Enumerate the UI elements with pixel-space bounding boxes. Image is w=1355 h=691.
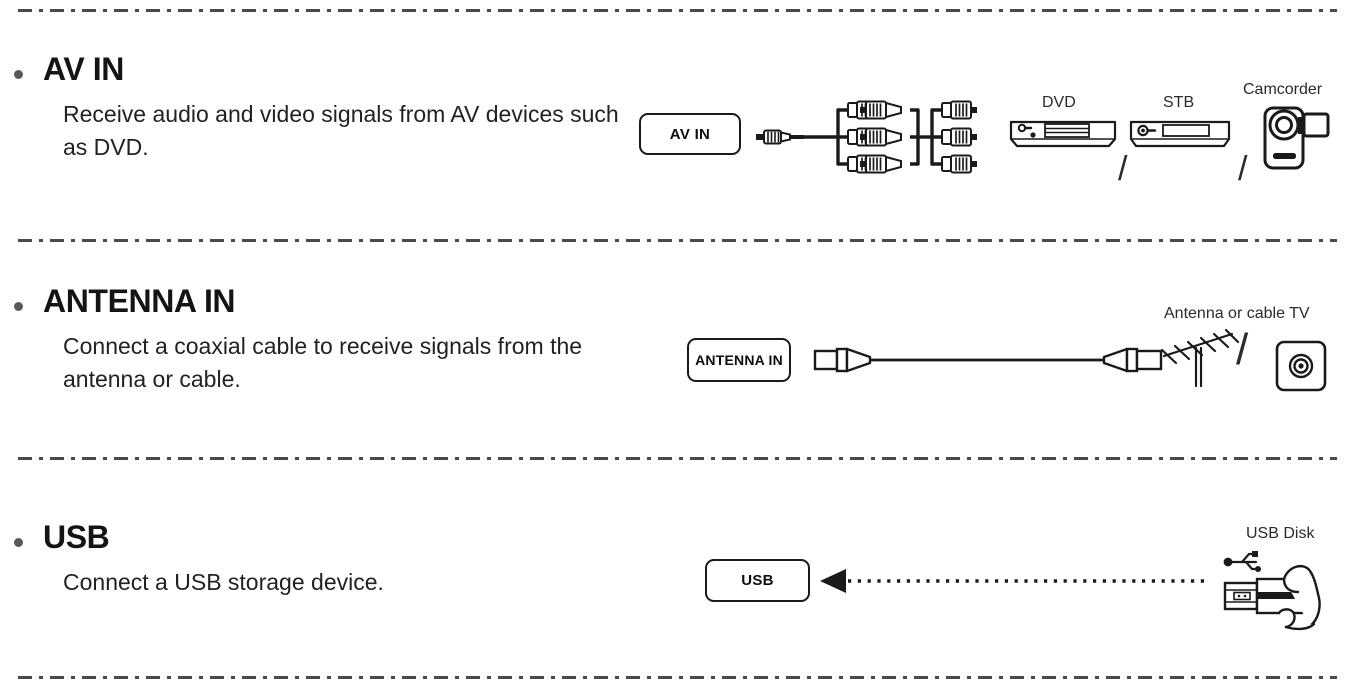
section-av-in: AV IN Receive audio and video signals fr…: [0, 52, 1355, 232]
av-in-title: AV IN: [43, 51, 124, 87]
port-box-antenna-in[interactable]: ANTENNA IN: [687, 338, 791, 382]
av-in-text-column: AV IN Receive audio and video signals fr…: [14, 52, 634, 164]
usb-heading-row: USB: [14, 520, 634, 555]
caption-dvd: DVD: [1042, 94, 1076, 111]
port-box-av-in-label: AV IN: [669, 125, 711, 143]
antenna-in-title: ANTENNA IN: [43, 283, 236, 319]
caption-camcorder: Camcorder: [1243, 81, 1323, 98]
bullet-icon: [14, 302, 23, 311]
port-box-usb-label: USB: [741, 572, 774, 589]
port-box-av-in[interactable]: AV IN: [639, 113, 741, 155]
section-antenna-in: ANTENNA IN Connect a coaxial cable to re…: [0, 284, 1355, 444]
set-top-box-icon: [1129, 120, 1231, 148]
caption-usb-disk: USB Disk: [1246, 525, 1315, 542]
usb-title: USB: [43, 519, 110, 555]
av-composite-cable-diagram: [756, 100, 977, 174]
bullet-icon: [14, 70, 23, 79]
yagi-antenna-icon: [1160, 328, 1240, 388]
rca-jack-group-c: [941, 100, 977, 174]
mini-jack-plug-icon: [756, 129, 804, 145]
antenna-in-description: Connect a coaxial cable to receive signa…: [63, 332, 583, 392]
divider-top: [18, 9, 1337, 12]
usb-connection-arrow: [820, 569, 1204, 593]
usb-text-column: USB Connect a USB storage device.: [14, 520, 634, 599]
caption-stb: STB: [1163, 94, 1195, 111]
dvd-player-icon: [1009, 120, 1117, 148]
divider-after-av-in: [18, 239, 1337, 242]
usb-description: Connect a USB storage device.: [63, 568, 384, 595]
coax-wall-socket-icon: [1275, 340, 1327, 392]
camcorder-icon: [1263, 106, 1330, 170]
divider-after-antenna-in: [18, 457, 1337, 460]
av-in-heading-row: AV IN: [14, 52, 634, 87]
antenna-in-heading-row: ANTENNA IN: [14, 284, 634, 319]
hand-holding-usb-flash-drive-icon: [1223, 551, 1321, 631]
coaxial-cable-diagram: [813, 347, 1163, 373]
separator-slash-2: /: [1238, 150, 1248, 188]
separator-slash-1: /: [1118, 150, 1128, 188]
port-box-usb[interactable]: USB: [705, 559, 810, 602]
divider-bottom: [18, 676, 1337, 679]
section-usb: USB Connect a USB storage device. USB US…: [0, 520, 1355, 670]
caption-antenna-or-cable-tv: Antenna or cable TV: [1164, 305, 1310, 322]
av-in-description: Receive audio and video signals from AV …: [63, 100, 619, 160]
antenna-in-text-column: ANTENNA IN Connect a coaxial cable to re…: [14, 284, 634, 396]
port-box-antenna-in-label: ANTENNA IN: [695, 352, 783, 368]
bullet-icon: [14, 538, 23, 547]
separator-slash-3: /: [1236, 325, 1249, 374]
rca-plug-group-b: [860, 100, 902, 174]
